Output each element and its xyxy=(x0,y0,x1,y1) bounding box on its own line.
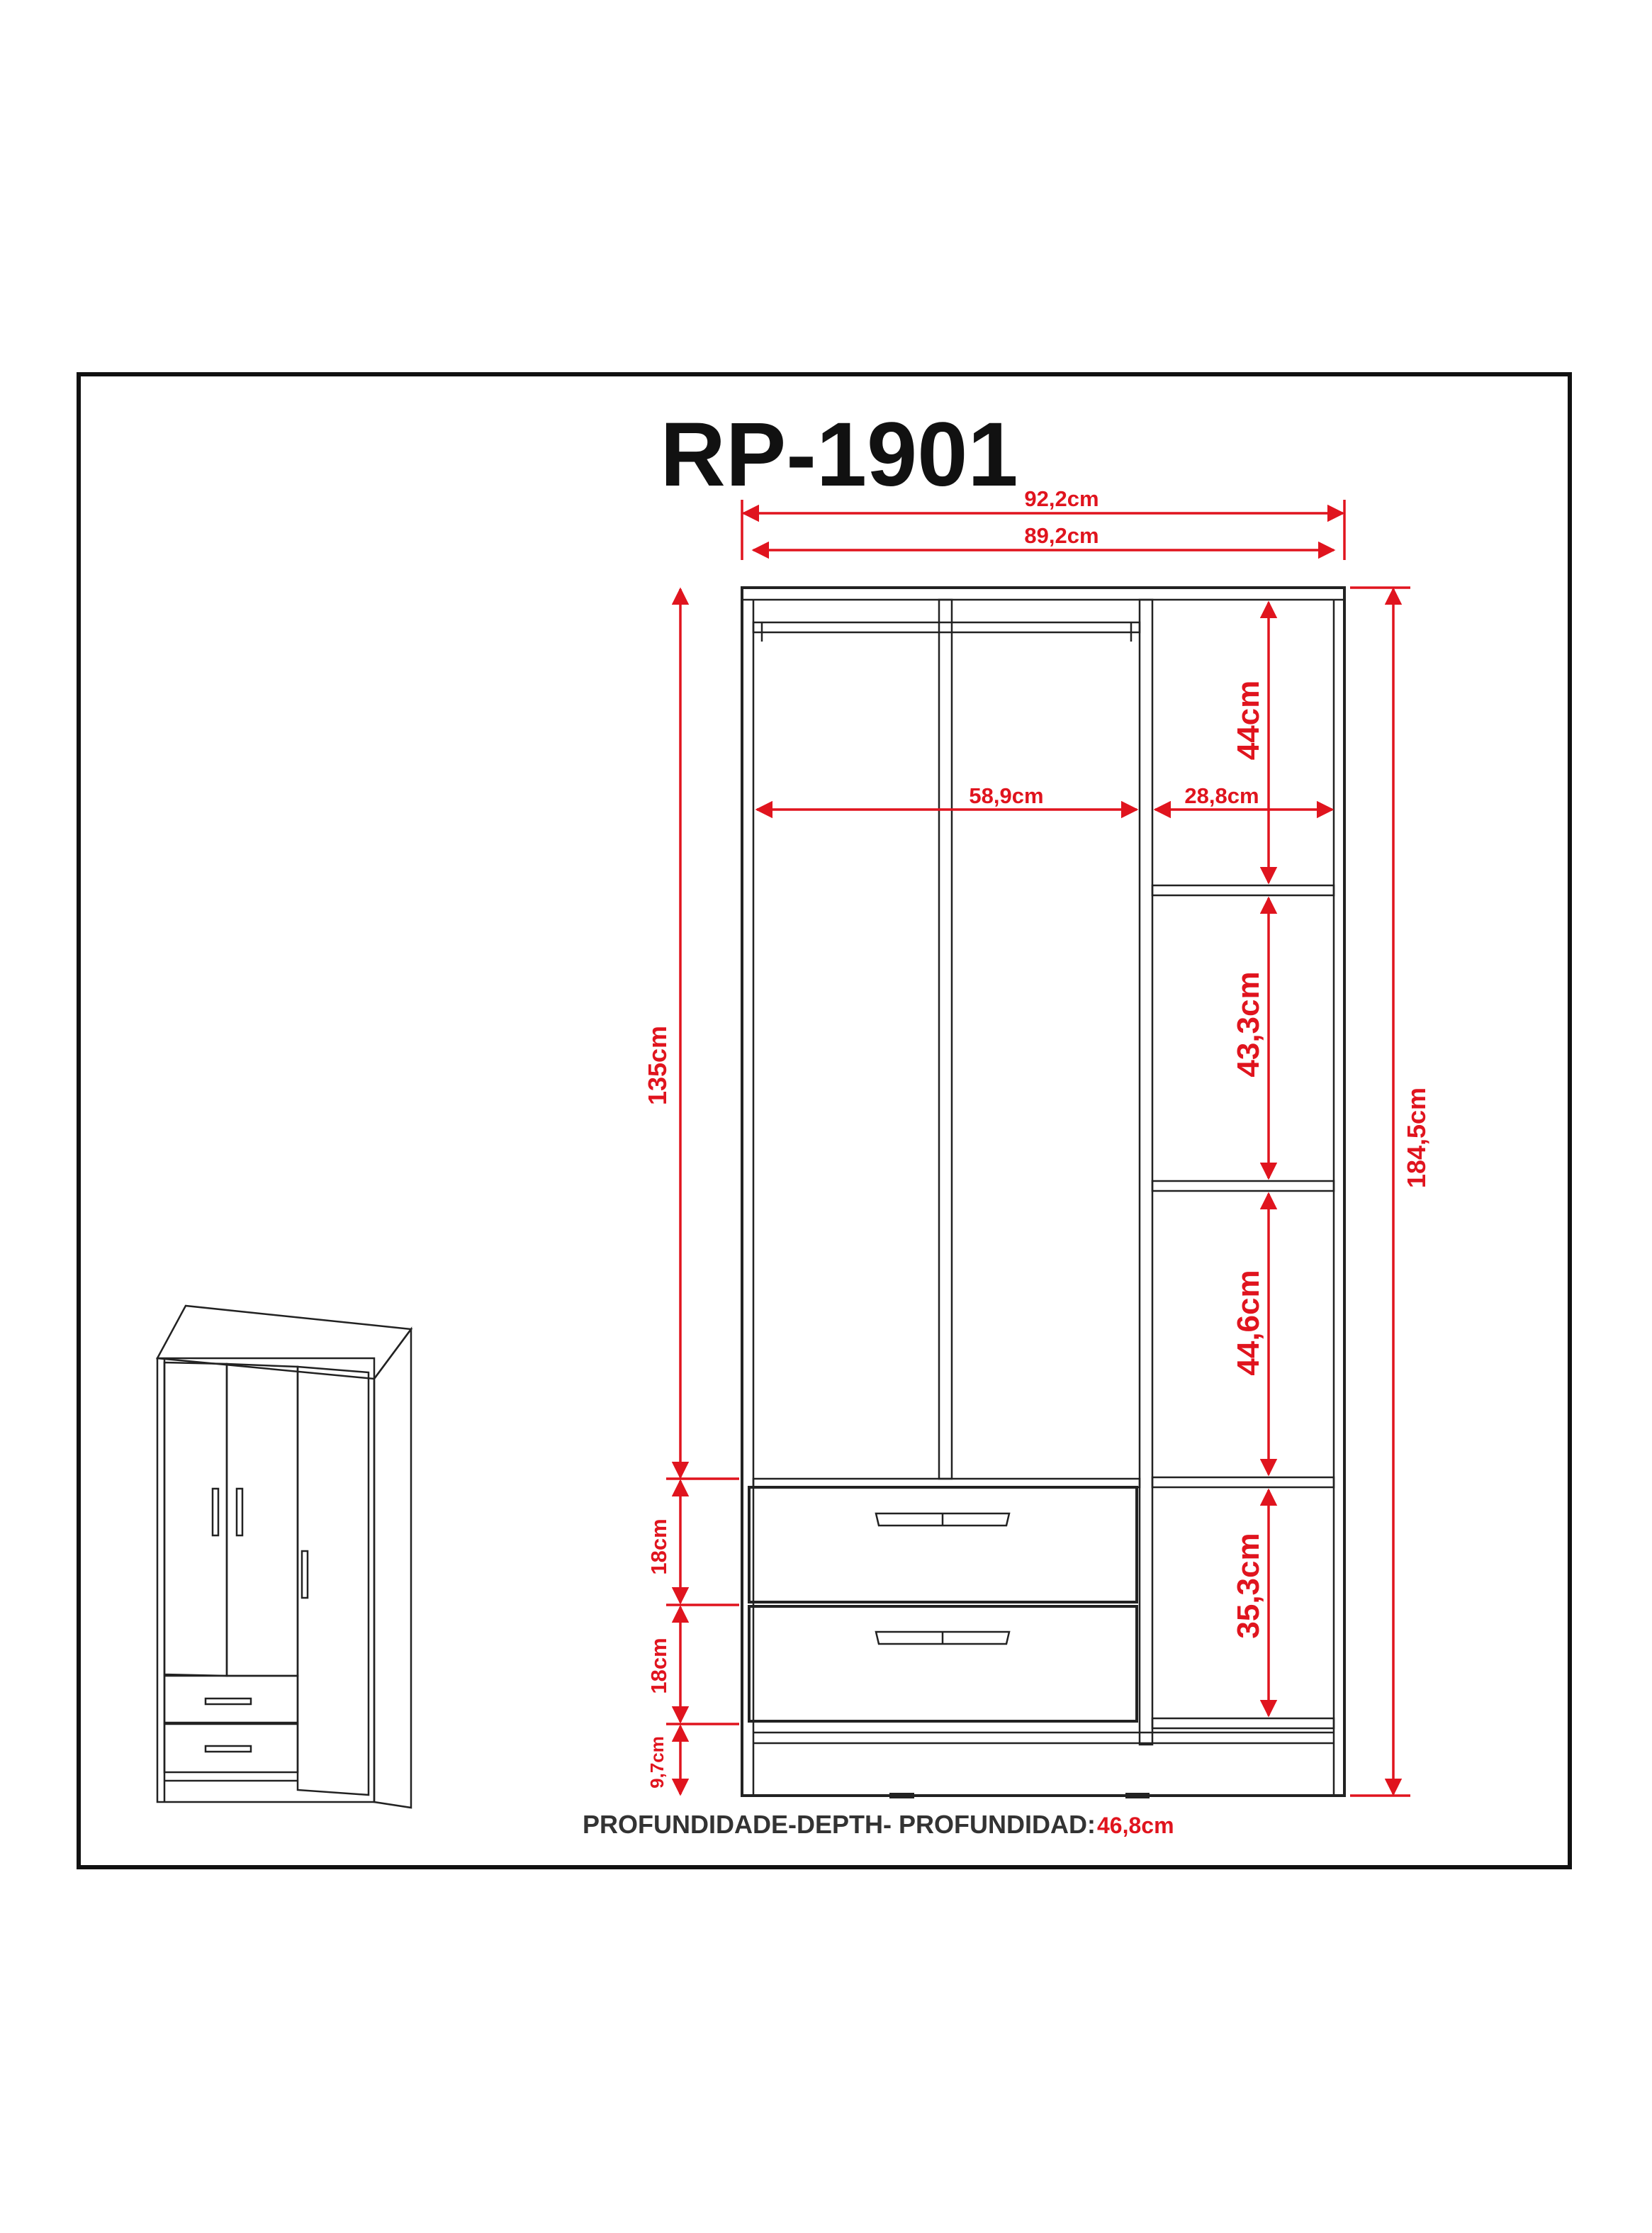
section-divider xyxy=(1138,598,1154,1746)
hanging-rail xyxy=(752,621,1141,634)
shelf-1-label: 44cm xyxy=(1231,681,1266,761)
drawer-handle-1 xyxy=(875,1512,1011,1527)
drawer-2-label: 18cm xyxy=(646,1638,671,1694)
model-title: RP-1901 xyxy=(660,404,1018,505)
shelf-2-label: 43,3cm xyxy=(1231,971,1266,1077)
drawer-handle-2 xyxy=(875,1630,1011,1645)
wardrobe-front-view xyxy=(741,586,1346,1798)
center-divider xyxy=(938,598,953,1480)
drawer-1-label: 18cm xyxy=(646,1518,671,1574)
shelf-4-label: 35,3cm xyxy=(1231,1533,1266,1638)
depth-label: PROFUNDIDADE-DEPTH- PROFUNDIDAD: xyxy=(583,1810,1096,1839)
shelf-3-label: 44,6cm xyxy=(1231,1270,1266,1375)
hanging-width-label: 58,9cm xyxy=(969,783,1043,808)
drawer-2 xyxy=(748,1605,1138,1723)
overall-height-label: 184,5cm xyxy=(1402,1087,1431,1188)
dimension-lines xyxy=(666,500,1410,1797)
shelf-2 xyxy=(1151,1180,1335,1192)
inner-width-label: 89,2cm xyxy=(1024,523,1098,548)
hanging-height-label: 135cm xyxy=(643,1026,672,1105)
shelf-3 xyxy=(1151,1476,1335,1489)
shelf-4 xyxy=(1151,1717,1335,1730)
wardrobe-perspective-thumbnail xyxy=(156,1304,413,1809)
overall-width-label: 92,2cm xyxy=(1024,486,1098,511)
side-width-label: 28,8cm xyxy=(1184,783,1259,808)
wardrobe-outline xyxy=(741,586,1346,1797)
base-height-label: 9,7cm xyxy=(646,1736,668,1789)
shelf-1 xyxy=(1151,884,1335,897)
outer-frame xyxy=(77,372,1572,1869)
drawer-1 xyxy=(748,1486,1138,1604)
depth-value: 46,8cm xyxy=(1097,1813,1174,1838)
